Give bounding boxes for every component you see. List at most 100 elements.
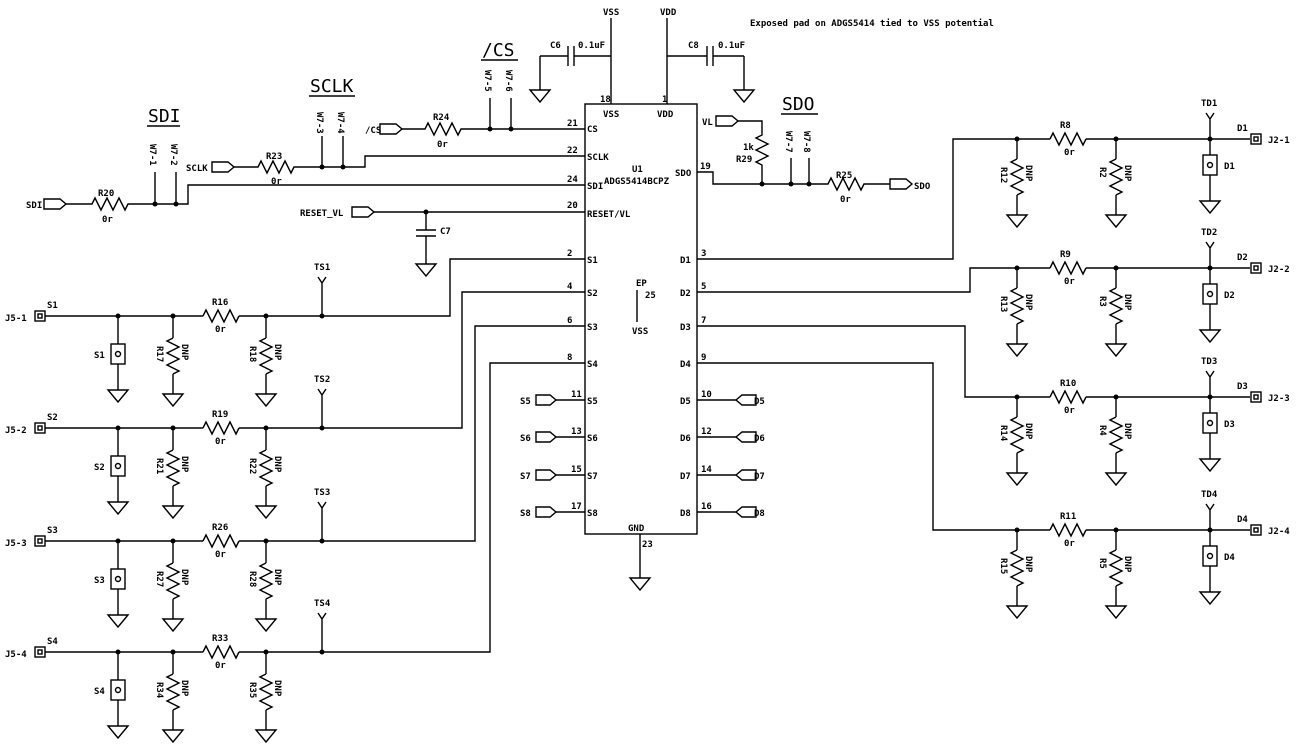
source-jack xyxy=(110,455,126,477)
sdo-title: SDO xyxy=(782,94,815,115)
dnp-label: DNP xyxy=(272,344,282,361)
shunt-resistor xyxy=(1009,139,1025,215)
series-resistor-ref: R19 xyxy=(212,410,228,420)
pin-num: 14 xyxy=(701,465,712,475)
cs-port: /CS xyxy=(365,126,381,136)
source-jack xyxy=(110,679,126,701)
w7-7: W7-7 xyxy=(783,131,793,153)
pin-num: 2 xyxy=(567,249,572,259)
exposed-pad-note: Exposed pad on ADGS5414 tied to VSS pote… xyxy=(750,18,994,29)
pin-num: 8 xyxy=(567,353,572,363)
series-resistor-ref: R8 xyxy=(1060,121,1071,131)
pin-name: D7 xyxy=(680,472,691,482)
shunt-resistor-ref: R3 xyxy=(1097,296,1107,307)
w7-2: W7-2 xyxy=(168,144,178,166)
series-resistor xyxy=(202,533,240,549)
series-resistor-ref: R26 xyxy=(212,523,228,533)
r24-ref: R24 xyxy=(433,113,450,123)
series-resistor-ref: R9 xyxy=(1060,250,1071,260)
reset-port: RESET_VL xyxy=(300,209,344,219)
series-resistor-ref: R33 xyxy=(212,634,228,644)
cs-pin-name: CS xyxy=(587,125,598,135)
pin-num: 4 xyxy=(567,282,573,292)
series-resistor xyxy=(1049,131,1087,147)
sdi-pin-num: 24 xyxy=(567,175,578,185)
shunt-resistor-ref: R22 xyxy=(247,458,257,474)
source-test-point: TS3 xyxy=(314,488,330,498)
drain-net-label: D2 xyxy=(1237,253,1248,263)
source-test-point: TS2 xyxy=(314,375,330,385)
source-test-point: TS4 xyxy=(314,599,331,609)
series-resistor-ref: R10 xyxy=(1060,379,1076,389)
aux-source-port: S7 xyxy=(520,472,531,482)
shunt-resistor xyxy=(165,541,181,619)
shunt-resistor-ref: R28 xyxy=(247,571,257,587)
series-resistor-value: 0r xyxy=(215,325,226,335)
sdi-pin-name: SDI xyxy=(587,182,603,192)
vdd-label: VDD xyxy=(660,8,677,18)
shunt-resistor-ref: R5 xyxy=(1097,558,1107,569)
series-resistor xyxy=(1049,522,1087,538)
source-jack-label: S3 xyxy=(94,576,105,586)
drain-jack-label: D1 xyxy=(1224,162,1235,172)
shunt-resistor-ref: R27 xyxy=(154,571,164,587)
vdd-pin-name: VDD xyxy=(657,110,674,120)
sclk-title: SCLK xyxy=(310,76,354,97)
c7-ref: C7 xyxy=(440,227,451,237)
ep-vss: VSS xyxy=(632,327,648,337)
dnp-label: DNP xyxy=(179,680,189,697)
r23-ref: R23 xyxy=(266,152,282,162)
shunt-resistor-ref: R12 xyxy=(998,167,1008,183)
pin-name: S2 xyxy=(587,289,598,299)
r20-val: 0r xyxy=(102,215,113,225)
pin-num: 9 xyxy=(701,353,706,363)
series-resistor-value: 0r xyxy=(1064,148,1075,158)
dnp-label: DNP xyxy=(179,344,189,361)
series-resistor-value: 0r xyxy=(215,661,226,671)
pin-name: D8 xyxy=(680,509,691,519)
sdo-pin-num: 19 xyxy=(700,162,711,172)
aux-drain-port: D7 xyxy=(754,472,765,482)
dnp-label: DNP xyxy=(1122,294,1132,311)
shunt-resistor-ref: R4 xyxy=(1097,425,1107,436)
pin-name: S3 xyxy=(587,323,598,333)
c8-value: 0.1uF xyxy=(718,41,745,51)
ep-label: EP xyxy=(636,279,647,289)
pin-name: D6 xyxy=(680,434,691,444)
drain-test-point: TD3 xyxy=(1201,357,1217,367)
shunt-resistor xyxy=(258,652,274,730)
dnp-label: DNP xyxy=(1023,423,1033,440)
vss-pin-num: 18 xyxy=(600,95,611,105)
drain-net-label: D4 xyxy=(1237,515,1248,525)
source-jack xyxy=(110,568,126,590)
pin-name: D4 xyxy=(680,360,691,370)
r25-ref: R25 xyxy=(836,171,852,181)
sclk-pin-name: SCLK xyxy=(587,153,609,163)
ic-part: ADGS5414BCPZ xyxy=(604,177,670,187)
pin-num: 5 xyxy=(701,282,706,292)
source-connector-label: J5-4 xyxy=(5,650,27,660)
shunt-resistor xyxy=(258,541,274,619)
drain-net-label: D1 xyxy=(1237,124,1248,134)
vss-pin-name: VSS xyxy=(603,110,619,120)
dnp-label: DNP xyxy=(1023,556,1033,573)
r20-ref: R20 xyxy=(98,189,114,199)
pin-num: 11 xyxy=(571,390,582,400)
sdo-section: SDO VL 1k R29 W7-7 W7-8 R25 0r SDO 19 SD… xyxy=(675,94,931,205)
dnp-label: DNP xyxy=(1122,556,1132,573)
source-connector-label: J5-3 xyxy=(5,539,27,549)
aux-drain-port: D6 xyxy=(754,434,765,444)
series-resistor-value: 0r xyxy=(215,437,226,447)
vdd-pin-num: 1 xyxy=(662,95,667,105)
pin-num: 10 xyxy=(701,390,712,400)
shunt-resistor xyxy=(165,428,181,506)
